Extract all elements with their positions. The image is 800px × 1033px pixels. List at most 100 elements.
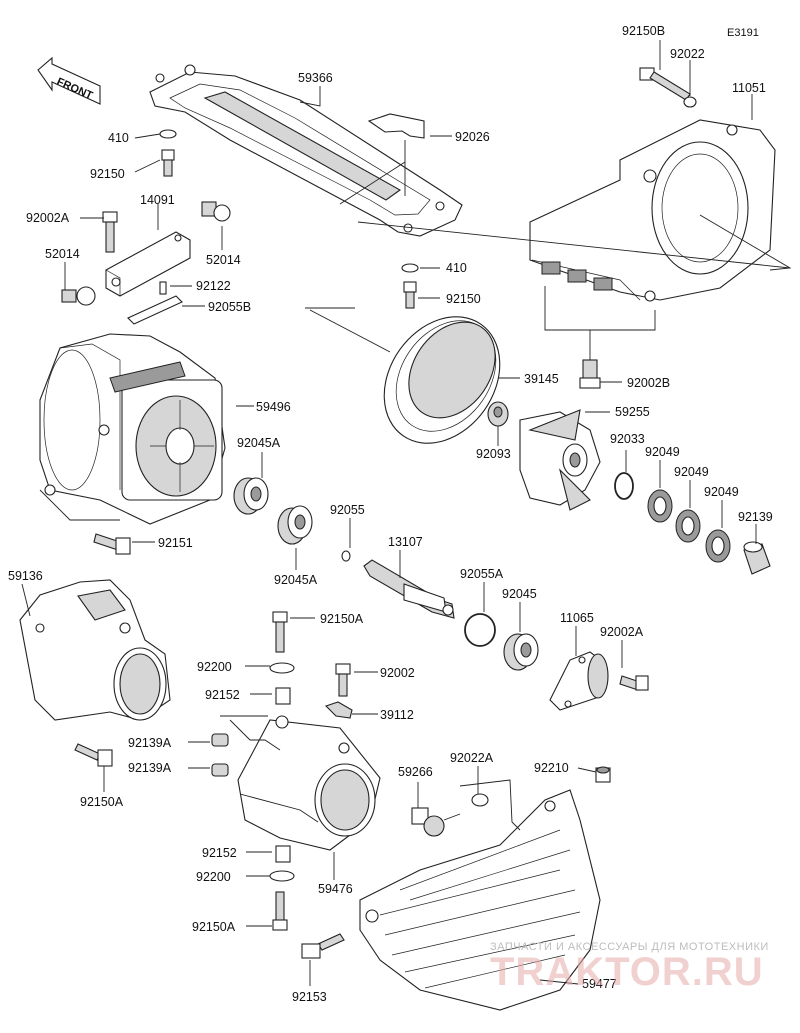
block-14091[interactable] [105, 231, 191, 297]
label-59266[interactable]: 59266 [398, 765, 433, 779]
label-13107[interactable]: 13107 [388, 535, 423, 549]
label-92055A[interactable]: 92055A [460, 567, 504, 581]
label-92139[interactable]: 92139 [738, 510, 773, 524]
seal-92049-c[interactable] [705, 529, 731, 563]
bushing-92139A-a[interactable] [211, 733, 229, 747]
bolt-92150-b[interactable] [403, 281, 417, 309]
label-52014-b[interactable]: 52014 [206, 253, 241, 267]
label-92033[interactable]: 92033 [610, 432, 645, 446]
bearing-92045[interactable] [503, 633, 539, 671]
plug-92210[interactable] [595, 766, 611, 783]
seal-92049-b[interactable] [675, 509, 701, 543]
label-410-a[interactable]: 410 [108, 131, 129, 145]
label-92150A-c[interactable]: 92150A [192, 920, 236, 934]
label-59476[interactable]: 59476 [318, 882, 353, 896]
label-39145[interactable]: 39145 [524, 372, 559, 386]
bolt-92002A-b[interactable] [619, 675, 649, 691]
label-59136[interactable]: 59136 [8, 569, 43, 583]
label-92151[interactable]: 92151 [158, 536, 193, 550]
washer-92022[interactable] [683, 96, 697, 108]
label-92026[interactable]: 92026 [455, 130, 490, 144]
label-92210[interactable]: 92210 [534, 761, 569, 775]
label-92139A-a[interactable]: 92139A [128, 736, 172, 750]
collar-92152-b[interactable] [275, 845, 291, 863]
cone-11065[interactable] [549, 651, 609, 711]
bolt-92002A-a[interactable] [102, 211, 118, 253]
label-92200-b[interactable]: 92200 [196, 870, 231, 884]
label-92022[interactable]: 92022 [670, 47, 705, 61]
plate-92026[interactable] [367, 113, 425, 139]
label-11051[interactable]: 11051 [732, 81, 766, 95]
pin-92122[interactable] [159, 281, 167, 295]
pump-cover-59366[interactable] [149, 64, 463, 237]
seal-92055B[interactable] [127, 295, 183, 325]
label-92150A-a[interactable]: 92150A [320, 612, 364, 626]
label-59366[interactable]: 59366 [298, 71, 333, 85]
washer-92022A[interactable] [471, 793, 489, 807]
collar-92152-a[interactable] [275, 687, 291, 705]
washer-92200-a[interactable] [269, 662, 295, 674]
bolt-92150A-a[interactable] [272, 611, 288, 653]
label-92022A[interactable]: 92022A [450, 751, 494, 765]
label-92122[interactable]: 92122 [196, 279, 231, 293]
bolt-92150B[interactable] [639, 67, 691, 101]
fitting-52014-b[interactable] [201, 201, 231, 222]
bolt-92002B[interactable] [579, 359, 601, 389]
label-14091[interactable]: 14091 [140, 193, 175, 207]
label-92139A-b[interactable]: 92139A [128, 761, 172, 775]
label-92150B[interactable]: 92150B [622, 24, 665, 38]
washer-410-a[interactable] [159, 129, 177, 139]
label-92045[interactable]: 92045 [502, 587, 537, 601]
bolt-92151[interactable] [93, 533, 131, 555]
nozzle-59136[interactable] [19, 579, 171, 721]
label-92002B[interactable]: 92002B [627, 376, 670, 390]
ring-39145[interactable] [360, 294, 523, 465]
seal-92049-a[interactable] [647, 489, 673, 523]
nut-92093[interactable] [487, 401, 509, 427]
bushing-92139A-b[interactable] [211, 763, 229, 777]
label-59496[interactable]: 59496 [256, 400, 291, 414]
oring-92055[interactable] [341, 550, 351, 562]
label-92045A-a[interactable]: 92045A [237, 436, 281, 450]
label-52014-a[interactable]: 52014 [45, 247, 80, 261]
label-92055B[interactable]: 92055B [208, 300, 251, 314]
bolt-92150A-c[interactable] [272, 891, 288, 931]
bolt-92150A-b[interactable] [74, 743, 113, 767]
label-92093[interactable]: 92093 [476, 447, 511, 461]
nozzle-59476[interactable] [237, 715, 381, 851]
label-39112[interactable]: 39112 [380, 708, 414, 722]
housing-11051[interactable] [529, 119, 776, 302]
label-92150-a[interactable]: 92150 [90, 167, 125, 181]
label-92150A-b[interactable]: 92150A [80, 795, 124, 809]
bearing-92045A-a[interactable] [233, 477, 269, 515]
impeller-59255[interactable] [519, 409, 601, 511]
bearing-92045A-b[interactable] [277, 505, 313, 545]
label-410-b[interactable]: 410 [446, 261, 467, 275]
washer-410-b[interactable] [401, 263, 419, 273]
bushing-92139[interactable] [743, 541, 771, 575]
label-92153[interactable]: 92153 [292, 990, 327, 1004]
label-92150-b[interactable]: 92150 [446, 292, 481, 306]
arm-39112[interactable] [324, 701, 353, 719]
label-92049-a[interactable]: 92049 [645, 445, 680, 459]
oring-92055A[interactable] [464, 613, 496, 647]
label-59255[interactable]: 59255 [615, 405, 650, 419]
label-92049-c[interactable]: 92049 [704, 485, 739, 499]
pump-59496[interactable] [39, 333, 226, 525]
bucket-59477[interactable] [359, 789, 601, 1011]
label-92152-a[interactable]: 92152 [205, 688, 240, 702]
fitting-52014-a[interactable] [61, 286, 96, 306]
shaft-13107[interactable] [363, 559, 455, 619]
label-59477[interactable]: 59477 [582, 977, 617, 991]
bolt-92150-a[interactable] [161, 149, 175, 177]
label-92002A-b[interactable]: 92002A [600, 625, 644, 639]
ring-92033[interactable] [614, 472, 634, 500]
label-92002A-a[interactable]: 92002A [26, 211, 70, 225]
bolt-92002[interactable] [335, 663, 351, 697]
label-92200-a[interactable]: 92200 [197, 660, 232, 674]
label-92045A-b[interactable]: 92045A [274, 573, 318, 587]
label-92002[interactable]: 92002 [380, 666, 415, 680]
label-92049-b[interactable]: 92049 [674, 465, 709, 479]
label-11065[interactable]: 11065 [560, 611, 594, 625]
label-92055[interactable]: 92055 [330, 503, 365, 517]
